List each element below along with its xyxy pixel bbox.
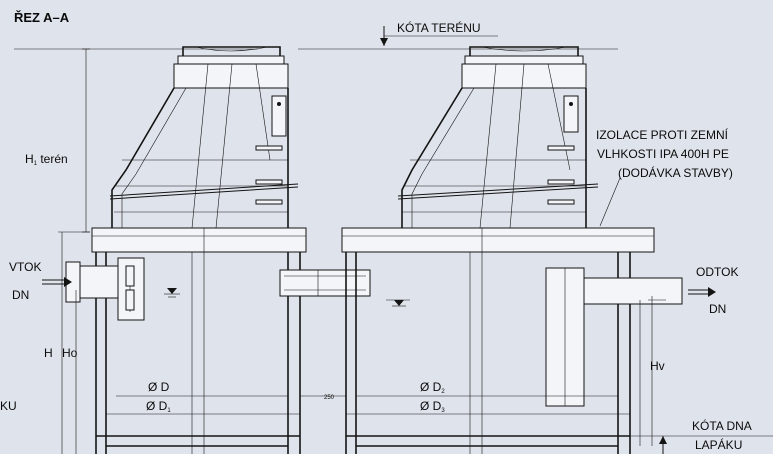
insulation-leader — [599, 177, 621, 227]
insulation-line-1: IZOLACE PROTI ZEMNÍ — [596, 127, 729, 142]
left-top-slab — [91, 227, 307, 253]
inlet-pipe — [42, 257, 145, 321]
connecting-pipe — [279, 269, 371, 297]
outlet-label: ODTOK — [696, 265, 738, 279]
bottom-level-line-1: KÓTA DNA — [692, 418, 752, 433]
outlet-dn-label: DN — [709, 302, 726, 316]
insulation-note: IZOLACE PROTI ZEMNÍ VLHKOSTI IPA 400H PE… — [596, 127, 733, 227]
height-hv-label: Hv — [650, 359, 665, 373]
left-cone-left — [111, 87, 175, 228]
left-lid — [182, 46, 281, 56]
right-top-slab — [341, 227, 655, 253]
hv-dimension — [639, 296, 666, 446]
left-cut-label: KU — [0, 399, 17, 413]
bottom-level-arrow-icon — [659, 436, 667, 444]
left-hatch — [271, 95, 287, 137]
dia-d3-label: Ø D3 — [420, 399, 445, 414]
section-title: ŘEZ A–A — [14, 10, 70, 25]
dia-d1-label: Ø D1 — [146, 399, 171, 414]
diameter-dims — [106, 395, 630, 415]
left-insulation-line — [109, 183, 299, 197]
right-hatch — [563, 95, 579, 133]
insulation-line-2: VLHKOSTI IPA 400H PE — [597, 147, 729, 161]
height-h-label: H — [44, 346, 53, 360]
left-water-level-icon — [164, 288, 180, 298]
right-insulation-line — [397, 183, 599, 197]
ground-level-label: KÓTA TERÉNU — [397, 20, 481, 35]
insulation-line-3: (DODÁVKA STAVBY) — [618, 165, 733, 180]
terrain-height-label: H1 terén — [25, 152, 68, 167]
left-ladder-steps — [255, 145, 283, 205]
ground-level-arrow-icon — [380, 38, 388, 46]
left-dimensions — [58, 48, 90, 454]
inlet-arrow-icon — [64, 277, 72, 287]
bottom-level-line-2: LAPÁKU — [695, 437, 742, 452]
right-cone-left — [401, 87, 463, 228]
right-lid — [469, 46, 579, 56]
dia-d-label: Ø D — [148, 380, 170, 394]
dia-d2-label: Ø D2 — [420, 380, 445, 395]
right-water-level-icon — [386, 299, 410, 307]
outlet-pipe — [583, 277, 716, 305]
bottom-level — [630, 435, 773, 454]
height-ho-label: Ho — [62, 346, 78, 360]
inlet-dn-label: DN — [12, 288, 29, 302]
left-chamber — [91, 46, 307, 454]
right-ladder-steps — [547, 145, 575, 205]
right-chamber — [341, 46, 655, 454]
outlet-arrow-icon — [708, 287, 716, 297]
inlet-label: VTOK — [9, 260, 41, 274]
gap-dim-label: 250 — [324, 395, 335, 401]
ground-level: KÓTA TERÉNU — [14, 20, 618, 50]
